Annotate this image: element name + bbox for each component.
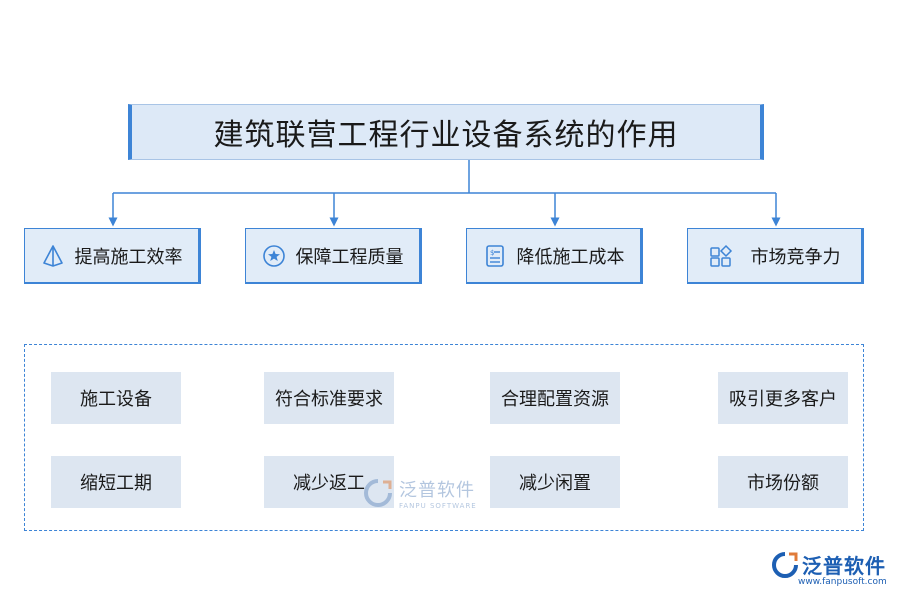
category-competitiveness: 市场竞争力 [687, 228, 864, 284]
watermark: 泛普软件 FANPU SOFTWARE [363, 476, 477, 510]
category-label: 提高施工效率 [74, 246, 183, 268]
category-label: 市场竞争力 [750, 246, 841, 268]
effect-item: 施工设备 [51, 372, 181, 424]
fanpu-logo-icon [364, 479, 392, 507]
brand-logo: 泛普软件 [772, 550, 886, 579]
fanpu-brand-icon [772, 551, 798, 578]
brand-name: 泛普软件 [802, 554, 886, 578]
effect-item: 缩短工期 [51, 456, 181, 508]
category-cost: $ 降低施工成本 [466, 228, 643, 284]
effect-item: 合理配置资源 [490, 372, 620, 424]
svg-text:$: $ [490, 249, 494, 257]
diagram-title-text: 建筑联营工程行业设备系统的作用 [213, 118, 679, 153]
category-quality: 保障工程质量 [245, 228, 422, 284]
watermark-name: 泛普软件 [399, 480, 475, 501]
watermark-sub: FANPU SOFTWARE [399, 502, 477, 510]
pyramid-icon [42, 244, 63, 267]
effect-item: 减少闲置 [490, 456, 620, 508]
effect-item: 吸引更多客户 [718, 372, 848, 424]
effect-item: 符合标准要求 [264, 372, 394, 424]
star-badge-icon [262, 244, 285, 267]
category-label: 保障工程质量 [295, 246, 404, 268]
effect-item: 市场份额 [718, 456, 848, 508]
category-label: 降低施工成本 [516, 246, 625, 268]
effects-panel [24, 344, 864, 531]
category-efficiency: 提高施工效率 [24, 228, 201, 284]
diagram-title: 建筑联营工程行业设备系统的作用 [128, 104, 764, 160]
invoice-icon: $ [485, 244, 504, 267]
grid-shapes-icon [709, 244, 732, 267]
brand-url: www.fanpusoft.com [798, 577, 887, 587]
